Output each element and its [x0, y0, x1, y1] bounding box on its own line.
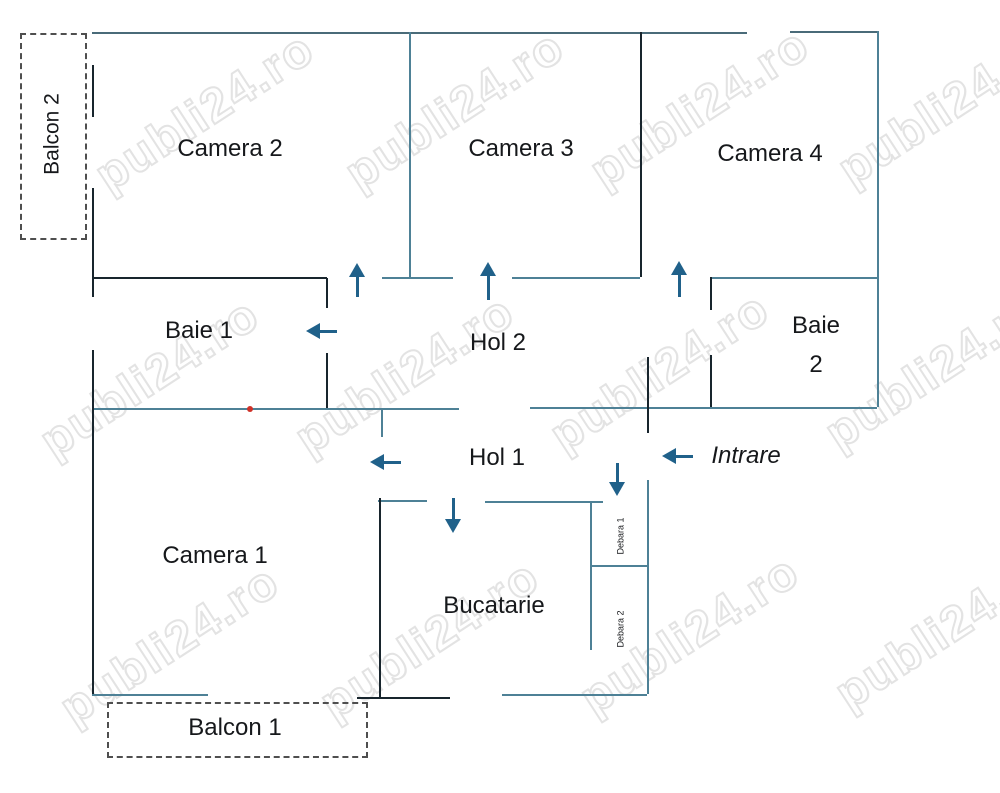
- room-label-balcon-1: Balcon 1: [188, 714, 282, 741]
- wall: [92, 188, 94, 297]
- watermark: publi24.ro: [85, 21, 325, 203]
- entrance-arrow-icon: [662, 448, 693, 464]
- room-label-baie-1: Baie 1: [164, 317, 234, 344]
- wall: [357, 697, 450, 699]
- balcon-1-outline: [107, 702, 368, 758]
- door-arrow-camera-3-icon: [480, 262, 496, 300]
- wall: [92, 350, 94, 694]
- room-label-camera-1: Camera 1: [162, 542, 268, 569]
- wall: [512, 277, 640, 279]
- wall: [710, 355, 712, 407]
- wall: [710, 277, 712, 310]
- room-label-baie-2-line1: Baie: [791, 312, 841, 339]
- room-label-camera-3: Camera 3: [468, 135, 574, 162]
- wall: [590, 503, 592, 650]
- watermark: publi24.ro: [310, 549, 550, 731]
- room-label-intrare: Intrare: [711, 442, 781, 469]
- room-label-camera-4: Camera 4: [717, 140, 823, 167]
- watermark: publi24.ro: [540, 281, 780, 463]
- wall: [409, 32, 411, 277]
- wall: [877, 31, 879, 407]
- room-label-hol-1: Hol 1: [468, 444, 526, 471]
- wall: [92, 65, 94, 117]
- room-label-baie-2-line2: 2: [809, 351, 823, 378]
- wall: [378, 500, 427, 502]
- room-label-bucatarie: Bucatarie: [443, 592, 545, 619]
- wall: [590, 565, 647, 567]
- wall: [92, 408, 459, 410]
- door-arrow-debara-icon: [609, 463, 625, 496]
- wall: [379, 498, 381, 697]
- wall: [92, 694, 208, 696]
- wall: [530, 407, 877, 409]
- wall: [640, 32, 642, 277]
- door-arrow-camera-1-icon: [370, 454, 401, 470]
- balcon-2-outline: [20, 33, 87, 240]
- watermark: publi24.ro: [828, 15, 1000, 197]
- wall: [382, 277, 453, 279]
- wall: [647, 480, 649, 694]
- watermark: publi24.ro: [580, 17, 820, 199]
- watermark: publi24.ro: [825, 539, 1000, 721]
- wall: [710, 277, 877, 279]
- room-label-debara-2: Debara 2: [615, 610, 626, 648]
- door-arrow-camera-2-icon: [349, 263, 365, 297]
- watermark: publi24.ro: [815, 279, 1000, 461]
- watermark: publi24.ro: [570, 544, 810, 726]
- wall: [485, 501, 603, 503]
- door-arrow-baie-1-icon: [306, 323, 337, 339]
- watermark: publi24.ro: [50, 554, 290, 736]
- wall: [326, 278, 328, 308]
- room-label-camera-2: Camera 2: [177, 135, 283, 162]
- room-label-debara-1: Debara 1: [615, 517, 626, 555]
- watermark: publi24.ro: [335, 19, 575, 201]
- door-arrow-bucatarie-icon: [445, 498, 461, 533]
- door-arrow-camera-4-icon: [671, 261, 687, 297]
- wall: [790, 31, 877, 33]
- wall: [647, 357, 649, 433]
- watermark: publi24.ro: [285, 284, 525, 466]
- wall: [92, 32, 747, 34]
- wall: [381, 410, 383, 437]
- red-dot-marker: [247, 406, 253, 412]
- room-label-balcon-2: Balcon 2: [40, 93, 64, 175]
- watermark: publi24.ro: [30, 287, 270, 469]
- room-label-hol-2: Hol 2: [469, 329, 527, 356]
- wall: [326, 353, 328, 408]
- wall: [502, 694, 647, 696]
- wall: [92, 277, 327, 279]
